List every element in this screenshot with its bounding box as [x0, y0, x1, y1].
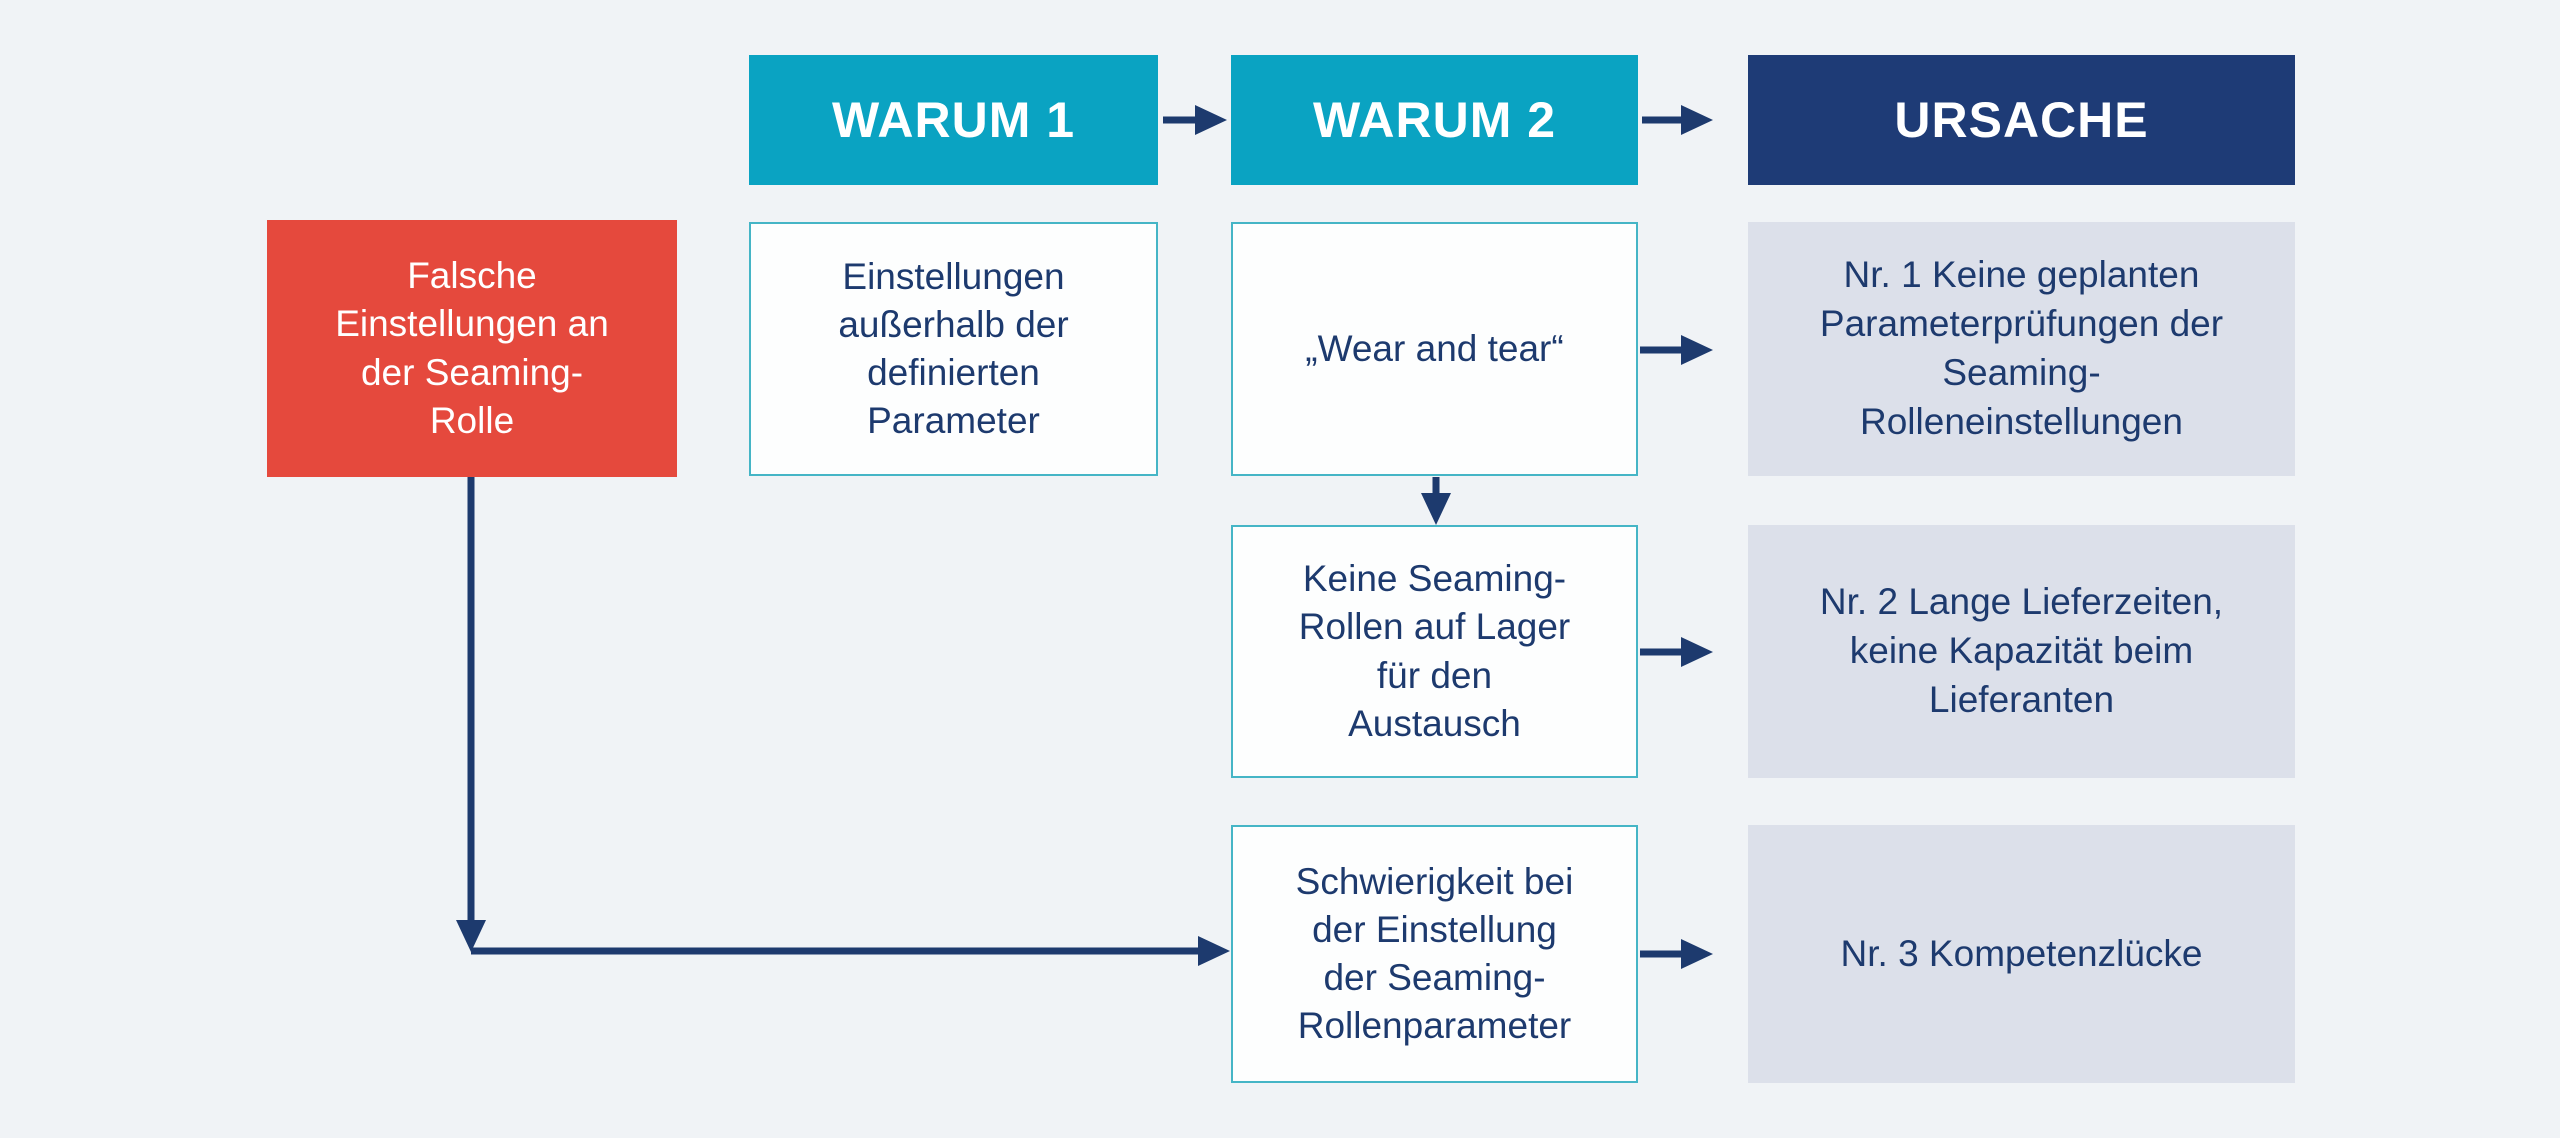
cause-row3-box: Nr. 3 Kompetenzlücke [1748, 825, 2295, 1083]
why1-row1-box: Einstellungen außerhalb der definierten … [749, 222, 1158, 476]
problem-box: Falsche Einstellungen an der Seaming- Ro… [267, 220, 677, 477]
cause-row2-box: Nr. 2 Lange Lieferzeiten, keine Kapazitä… [1748, 525, 2295, 778]
why2-row3-box: Schwierigkeit bei der Einstellung der Se… [1231, 825, 1638, 1083]
why2-row1-box: „Wear and tear“ [1231, 222, 1638, 476]
header-warum1: WARUM 1 [749, 55, 1158, 185]
header-ursache: URSACHE [1748, 55, 2295, 185]
why2-row2-box: Keine Seaming- Rollen auf Lager für den … [1231, 525, 1638, 778]
header-warum2: WARUM 2 [1231, 55, 1638, 185]
cause-row1-box: Nr. 1 Keine geplanten Parameterprüfungen… [1748, 222, 2295, 476]
